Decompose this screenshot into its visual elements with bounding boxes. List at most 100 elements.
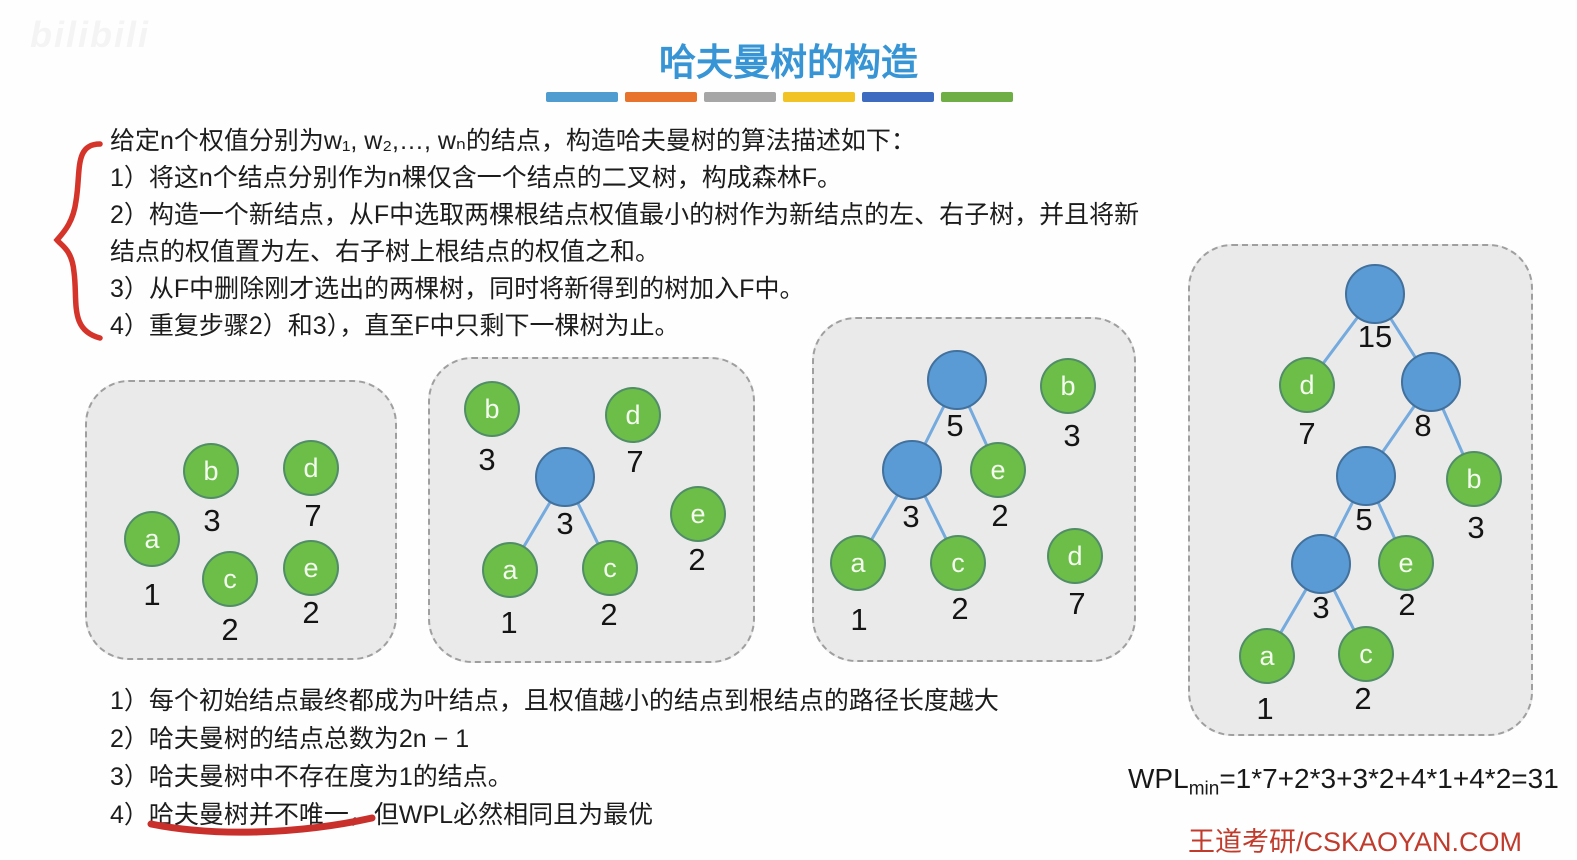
tree-node-internal-5 xyxy=(1336,446,1396,506)
tree-node-d: d xyxy=(605,387,661,443)
node-letter: e xyxy=(990,454,1006,485)
weight-label: 2 xyxy=(1354,681,1372,716)
node-letter: b xyxy=(1060,370,1076,401)
weight-label: 2 xyxy=(302,595,320,630)
tree-node-a: a xyxy=(1239,628,1295,684)
node-letter: a xyxy=(502,554,518,585)
algorithm-line: 2）构造一个新结点，从F中选取两棵根结点权值最小的树作为新结点的左、右子树，并且… xyxy=(110,201,1140,229)
node-letter: e xyxy=(690,498,706,529)
weight-label: 7 xyxy=(1298,416,1316,451)
title-divider-bars xyxy=(546,92,1013,102)
node-letter: b xyxy=(203,455,219,486)
weight-label: 1 xyxy=(143,577,161,612)
node-letter: b xyxy=(1466,463,1482,494)
site-watermark: 王道考研/CSKAOYAN.COM xyxy=(1188,827,1523,857)
tree-node-internal-3 xyxy=(535,447,595,507)
property-line: 3）哈夫曼树中不存在度为1的结点。 xyxy=(110,763,513,791)
tree-node-e: e xyxy=(283,540,339,596)
node-letter: a xyxy=(144,523,160,554)
algorithm-line: 3）从F中删除刚才选出的两棵树，同时将新得到的树加入F中。 xyxy=(110,275,805,303)
algorithm-line: 4）重复步骤2）和3），直至F中只剩下一棵树为止。 xyxy=(110,312,680,340)
weight-label: 3 xyxy=(902,499,920,534)
weight-label: 2 xyxy=(600,597,618,632)
weight-label: 5 xyxy=(946,408,964,443)
weight-label: 5 xyxy=(1355,502,1373,537)
property-line: 4）哈夫曼树并不唯一，但WPL必然相同且为最优 xyxy=(110,801,654,829)
tree-node-internal-5 xyxy=(927,350,987,410)
weight-label: 2 xyxy=(1398,587,1416,622)
weight-label: 3 xyxy=(1063,418,1081,453)
divider-bar xyxy=(625,92,697,102)
weight-label: 2 xyxy=(951,591,969,626)
weight-label: 15 xyxy=(1357,319,1393,354)
tree-node-a: a xyxy=(830,535,886,591)
node-letter: e xyxy=(303,552,319,583)
property-line: 2）哈夫曼树的结点总数为2n − 1 xyxy=(110,725,470,753)
divider-bar xyxy=(704,92,776,102)
weight-label: 7 xyxy=(1068,586,1086,621)
tree-node-e: e xyxy=(1378,535,1434,591)
node-letter: e xyxy=(1398,547,1414,578)
node-letter: c xyxy=(1359,638,1373,669)
node-letter: c xyxy=(603,552,617,583)
wpl-base: WPL xyxy=(1128,763,1189,794)
tree-node-b: b xyxy=(1040,358,1096,414)
wpl-expression: =1*7+2*3+3*2+4*1+4*2=31 xyxy=(1219,763,1559,794)
tree-node-b: b xyxy=(183,443,239,499)
tree-node-internal-3 xyxy=(1291,534,1351,594)
weight-label: 8 xyxy=(1414,408,1432,443)
weight-label: 3 xyxy=(1467,510,1485,545)
tree-node-c: c xyxy=(1338,626,1394,682)
weight-label: 7 xyxy=(626,444,644,479)
weight-label: 1 xyxy=(500,605,518,640)
tree-node-b: b xyxy=(1446,451,1502,507)
tree-node-d: d xyxy=(1047,528,1103,584)
divider-bar xyxy=(546,92,618,102)
weight-label: 7 xyxy=(304,498,322,533)
weight-label: 3 xyxy=(478,442,496,477)
node-letter: a xyxy=(850,547,866,578)
tree-node-internal-8 xyxy=(1401,352,1461,412)
tree-node-e: e xyxy=(670,486,726,542)
weight-label: 1 xyxy=(1256,691,1274,726)
tree-node-b: b xyxy=(464,381,520,437)
tree-node-c: c xyxy=(202,551,258,607)
tree-node-internal-3 xyxy=(882,440,942,500)
bilibili-watermark: bilibili xyxy=(30,14,150,55)
node-letter: d xyxy=(303,452,319,483)
tree-node-a: a xyxy=(124,511,180,567)
divider-bar xyxy=(941,92,1013,102)
node-letter: b xyxy=(484,393,500,424)
weight-label: 2 xyxy=(991,498,1009,533)
weight-label: 3 xyxy=(556,506,574,541)
property-line: 1）每个初始结点最终都成为叶结点，且权值越小的结点到根结点的路径长度越大 xyxy=(110,687,999,715)
weight-label: 2 xyxy=(221,612,239,647)
weight-label: 2 xyxy=(688,542,706,577)
wpl-formula: WPLmin=1*7+2*3+3*2+4*1+4*2=31 xyxy=(1128,763,1559,801)
node-letter: c xyxy=(223,563,237,594)
weight-label: 1 xyxy=(850,602,868,637)
tree-node-internal-15 xyxy=(1345,264,1405,324)
properties-list: 1）每个初始结点最终都成为叶结点，且权值越小的结点到根结点的路径长度越大 2）哈夫… xyxy=(110,682,1210,834)
node-letter: d xyxy=(1299,369,1315,400)
weight-label: 3 xyxy=(1312,590,1330,625)
tree-node-a: a xyxy=(482,542,538,598)
page-title: 哈夫曼树的构造 xyxy=(659,42,918,83)
node-letter: c xyxy=(951,547,965,578)
tree-node-e: e xyxy=(970,442,1026,498)
tree-node-d: d xyxy=(283,440,339,496)
divider-bar xyxy=(862,92,934,102)
node-letter: a xyxy=(1259,640,1275,671)
algorithm-description: 给定n个权值分别为w₁, w₂,…, wₙ的结点，构造哈夫曼树的算法描述如下： 1… xyxy=(110,123,1380,345)
tree-node-c: c xyxy=(930,535,986,591)
algorithm-line: 给定n个权值分别为w₁, w₂,…, wₙ的结点，构造哈夫曼树的算法描述如下： xyxy=(110,127,916,155)
divider-bar xyxy=(783,92,855,102)
tree-node-d: d xyxy=(1279,357,1335,413)
weight-label: 3 xyxy=(203,503,221,538)
algorithm-line: 1）将这n个结点分别作为n棵仅含一个结点的二叉树，构成森林F。 xyxy=(110,164,842,192)
